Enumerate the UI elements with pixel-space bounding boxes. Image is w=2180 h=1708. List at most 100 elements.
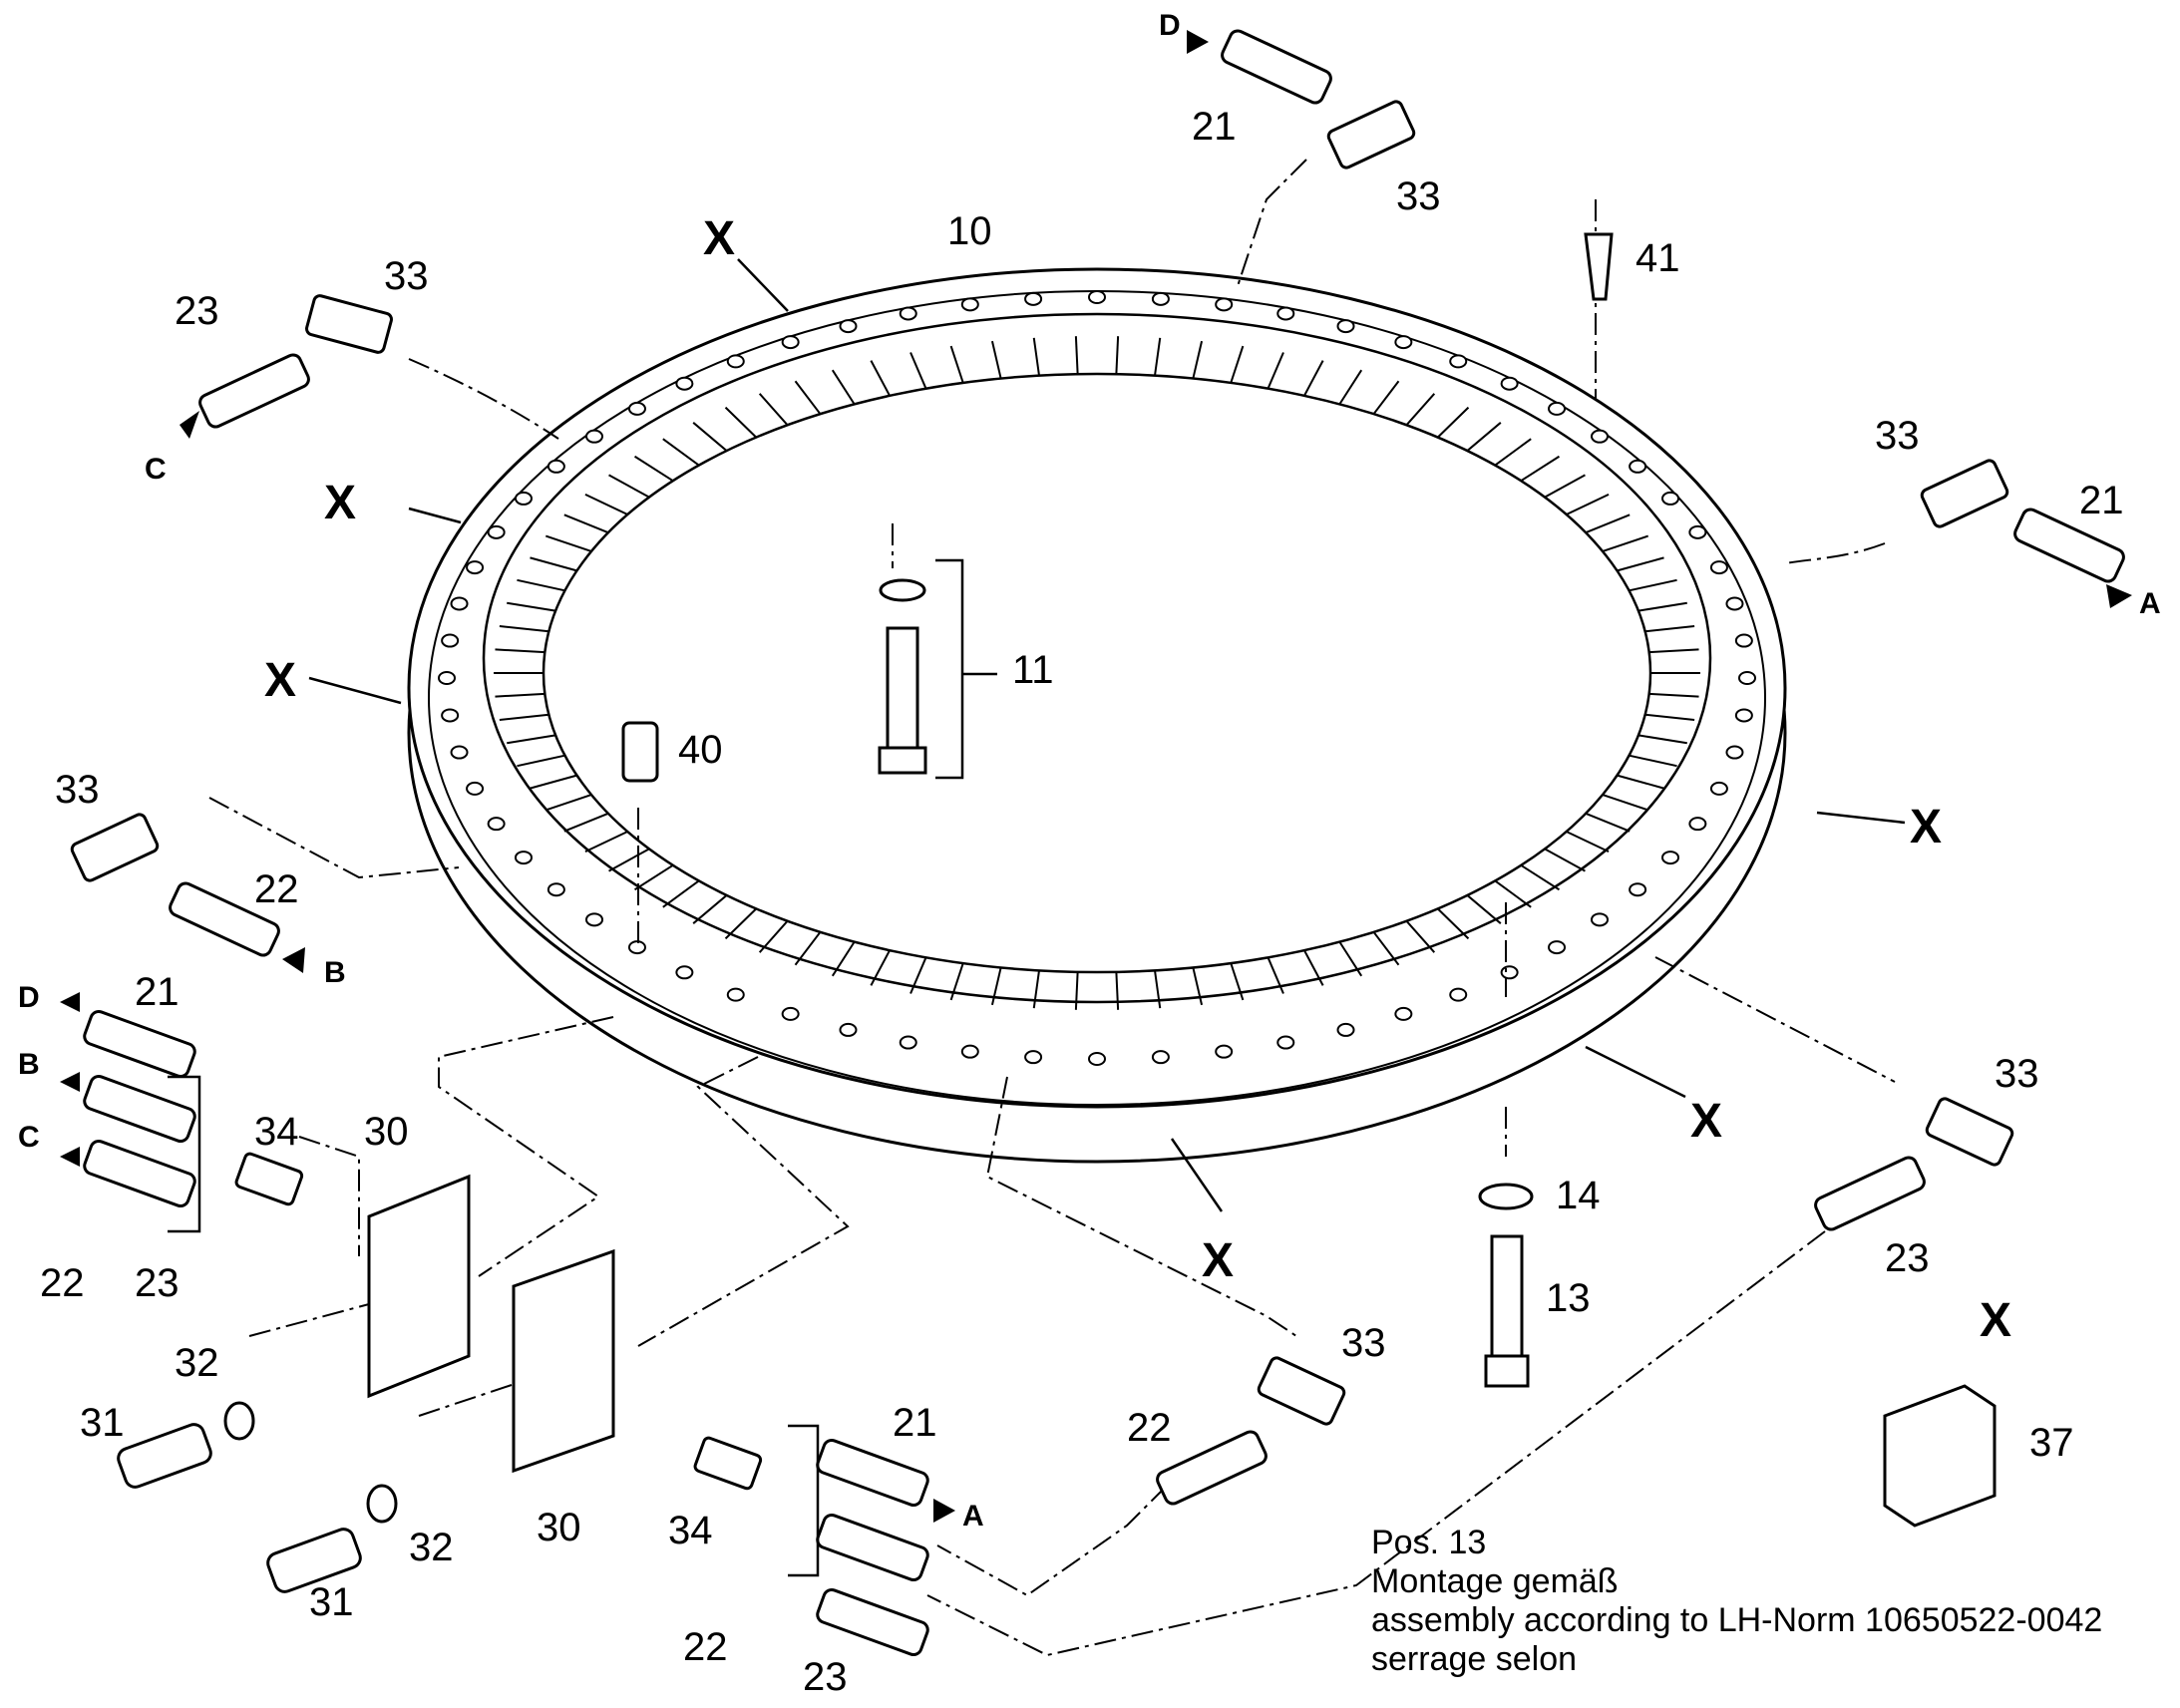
label-part-21-top: 21	[1192, 105, 1237, 149]
hose-22-left-glyph	[169, 881, 280, 957]
bolt-hole	[781, 1006, 800, 1021]
gear-tooth	[794, 380, 822, 415]
label-part-33-top: 33	[1396, 174, 1441, 218]
label-part-22-left-stack: 22	[40, 1261, 85, 1305]
gear-tooth	[545, 794, 592, 812]
port-d-top: D	[1159, 9, 1181, 42]
label-part-34-bottom: 34	[668, 1509, 713, 1552]
x-marker-lower-right: X	[1690, 1095, 1722, 1148]
part-14-glyph	[1478, 1183, 1534, 1210]
gear-tooth	[758, 393, 789, 426]
bolt-hole	[1725, 596, 1744, 611]
label-part-33-left: 33	[55, 768, 100, 812]
x-marker-upper-left: X	[324, 477, 356, 529]
label-part-21-bottom: 21	[893, 1401, 937, 1445]
bolt-hole	[450, 596, 469, 611]
gear-tooth	[831, 941, 856, 977]
bolt-hole	[514, 491, 533, 506]
gear-tooth	[1629, 754, 1677, 768]
gear-tooth	[1466, 894, 1502, 924]
bolt-hole	[1151, 291, 1170, 306]
hose-21-top-glyph	[1221, 29, 1332, 105]
gear-tooth	[870, 360, 891, 397]
x-marker-right: X	[1910, 801, 1942, 854]
bolt-hole	[781, 335, 800, 350]
bolt-hole	[487, 524, 506, 539]
gear-tooth	[634, 863, 674, 891]
ring-bolt-holes	[438, 290, 1756, 1066]
bolt-hole	[1215, 1044, 1234, 1059]
label-part-10: 10	[947, 209, 992, 253]
bolt-hole	[438, 671, 456, 685]
gear-tooth	[1338, 369, 1363, 405]
bolt-hole	[546, 459, 565, 474]
bolt-hole	[1500, 965, 1519, 980]
port-b-arrow-left	[282, 947, 305, 973]
bolt-hole	[1688, 817, 1707, 832]
x-marker-left: X	[264, 654, 296, 707]
part-37-glyph	[1883, 1384, 1997, 1528]
part-11-head-glyph	[878, 746, 927, 775]
label-part-14: 14	[1556, 1174, 1601, 1217]
bolt-hole	[1088, 290, 1106, 304]
port-b-arrow-left-stack	[60, 1072, 80, 1092]
x-marker-arrows	[308, 258, 1906, 1212]
gear-tooth	[530, 774, 577, 790]
bolt-hole	[675, 376, 694, 391]
bolt-hole	[1709, 781, 1728, 796]
part-11-bolt-glyph	[886, 626, 919, 750]
hose-21-right-glyph	[2013, 508, 2125, 583]
label-part-13: 13	[1546, 1276, 1591, 1320]
bolt-hole	[546, 882, 565, 897]
gear-tooth	[1074, 971, 1079, 1010]
gear-tooth	[1230, 345, 1245, 384]
bolt-hole	[1734, 633, 1753, 648]
gear-tooth	[1648, 648, 1699, 654]
screw-31a-glyph	[117, 1423, 212, 1489]
internal-gear-teeth	[494, 336, 1700, 1010]
gear-tooth	[1648, 692, 1699, 698]
gear-tooth	[724, 907, 758, 940]
ring-bore-edge	[482, 312, 1712, 1004]
gear-tooth	[1544, 474, 1586, 499]
port-d-arrow-left	[60, 992, 80, 1012]
nipple-34a-glyph	[234, 1152, 304, 1206]
gear-tooth	[1303, 949, 1324, 986]
bolt-hole	[675, 965, 694, 980]
label-part-33-right: 33	[1875, 414, 1920, 458]
bolt-hole	[1591, 912, 1610, 927]
label-part-22-bottom: 22	[683, 1625, 728, 1669]
label-part-21-right: 21	[2079, 479, 2124, 522]
gear-tooth	[1115, 336, 1120, 375]
bolt-hole	[1394, 335, 1413, 350]
gear-tooth	[949, 962, 964, 1001]
gear-tooth	[1405, 393, 1436, 426]
gear-tooth	[909, 352, 927, 390]
bolt-hole	[514, 851, 533, 865]
gear-tooth	[1466, 422, 1502, 452]
gear-tooth	[1436, 907, 1470, 940]
label-part-31-bottom: 31	[309, 1580, 354, 1624]
hose-21-bottom-glyph	[816, 1438, 929, 1508]
gear-tooth	[1602, 534, 1649, 552]
bolt-hole	[726, 354, 745, 369]
gear-tooth	[692, 422, 728, 452]
gear-tooth	[794, 931, 822, 966]
part-41-glyph	[1584, 232, 1614, 301]
gear-tooth	[517, 754, 565, 768]
port-a-arrow-bottom	[933, 1499, 955, 1523]
bolt-hole	[627, 940, 646, 955]
label-part-34-left: 34	[254, 1110, 299, 1154]
gear-tooth	[495, 648, 545, 654]
port-d-arrow-top	[1187, 30, 1209, 54]
label-part-23-top-left: 23	[175, 289, 219, 333]
bolt-hole	[1088, 1052, 1106, 1066]
washer-32a-glyph	[223, 1401, 255, 1441]
gear-tooth	[1154, 970, 1162, 1009]
label-part-33-top-left: 33	[384, 254, 429, 298]
bolt-hole	[839, 1022, 858, 1037]
note-line-3: assembly according to LH-Norm 10650522-0…	[1371, 1601, 2102, 1639]
bolt-hole	[1734, 708, 1753, 723]
